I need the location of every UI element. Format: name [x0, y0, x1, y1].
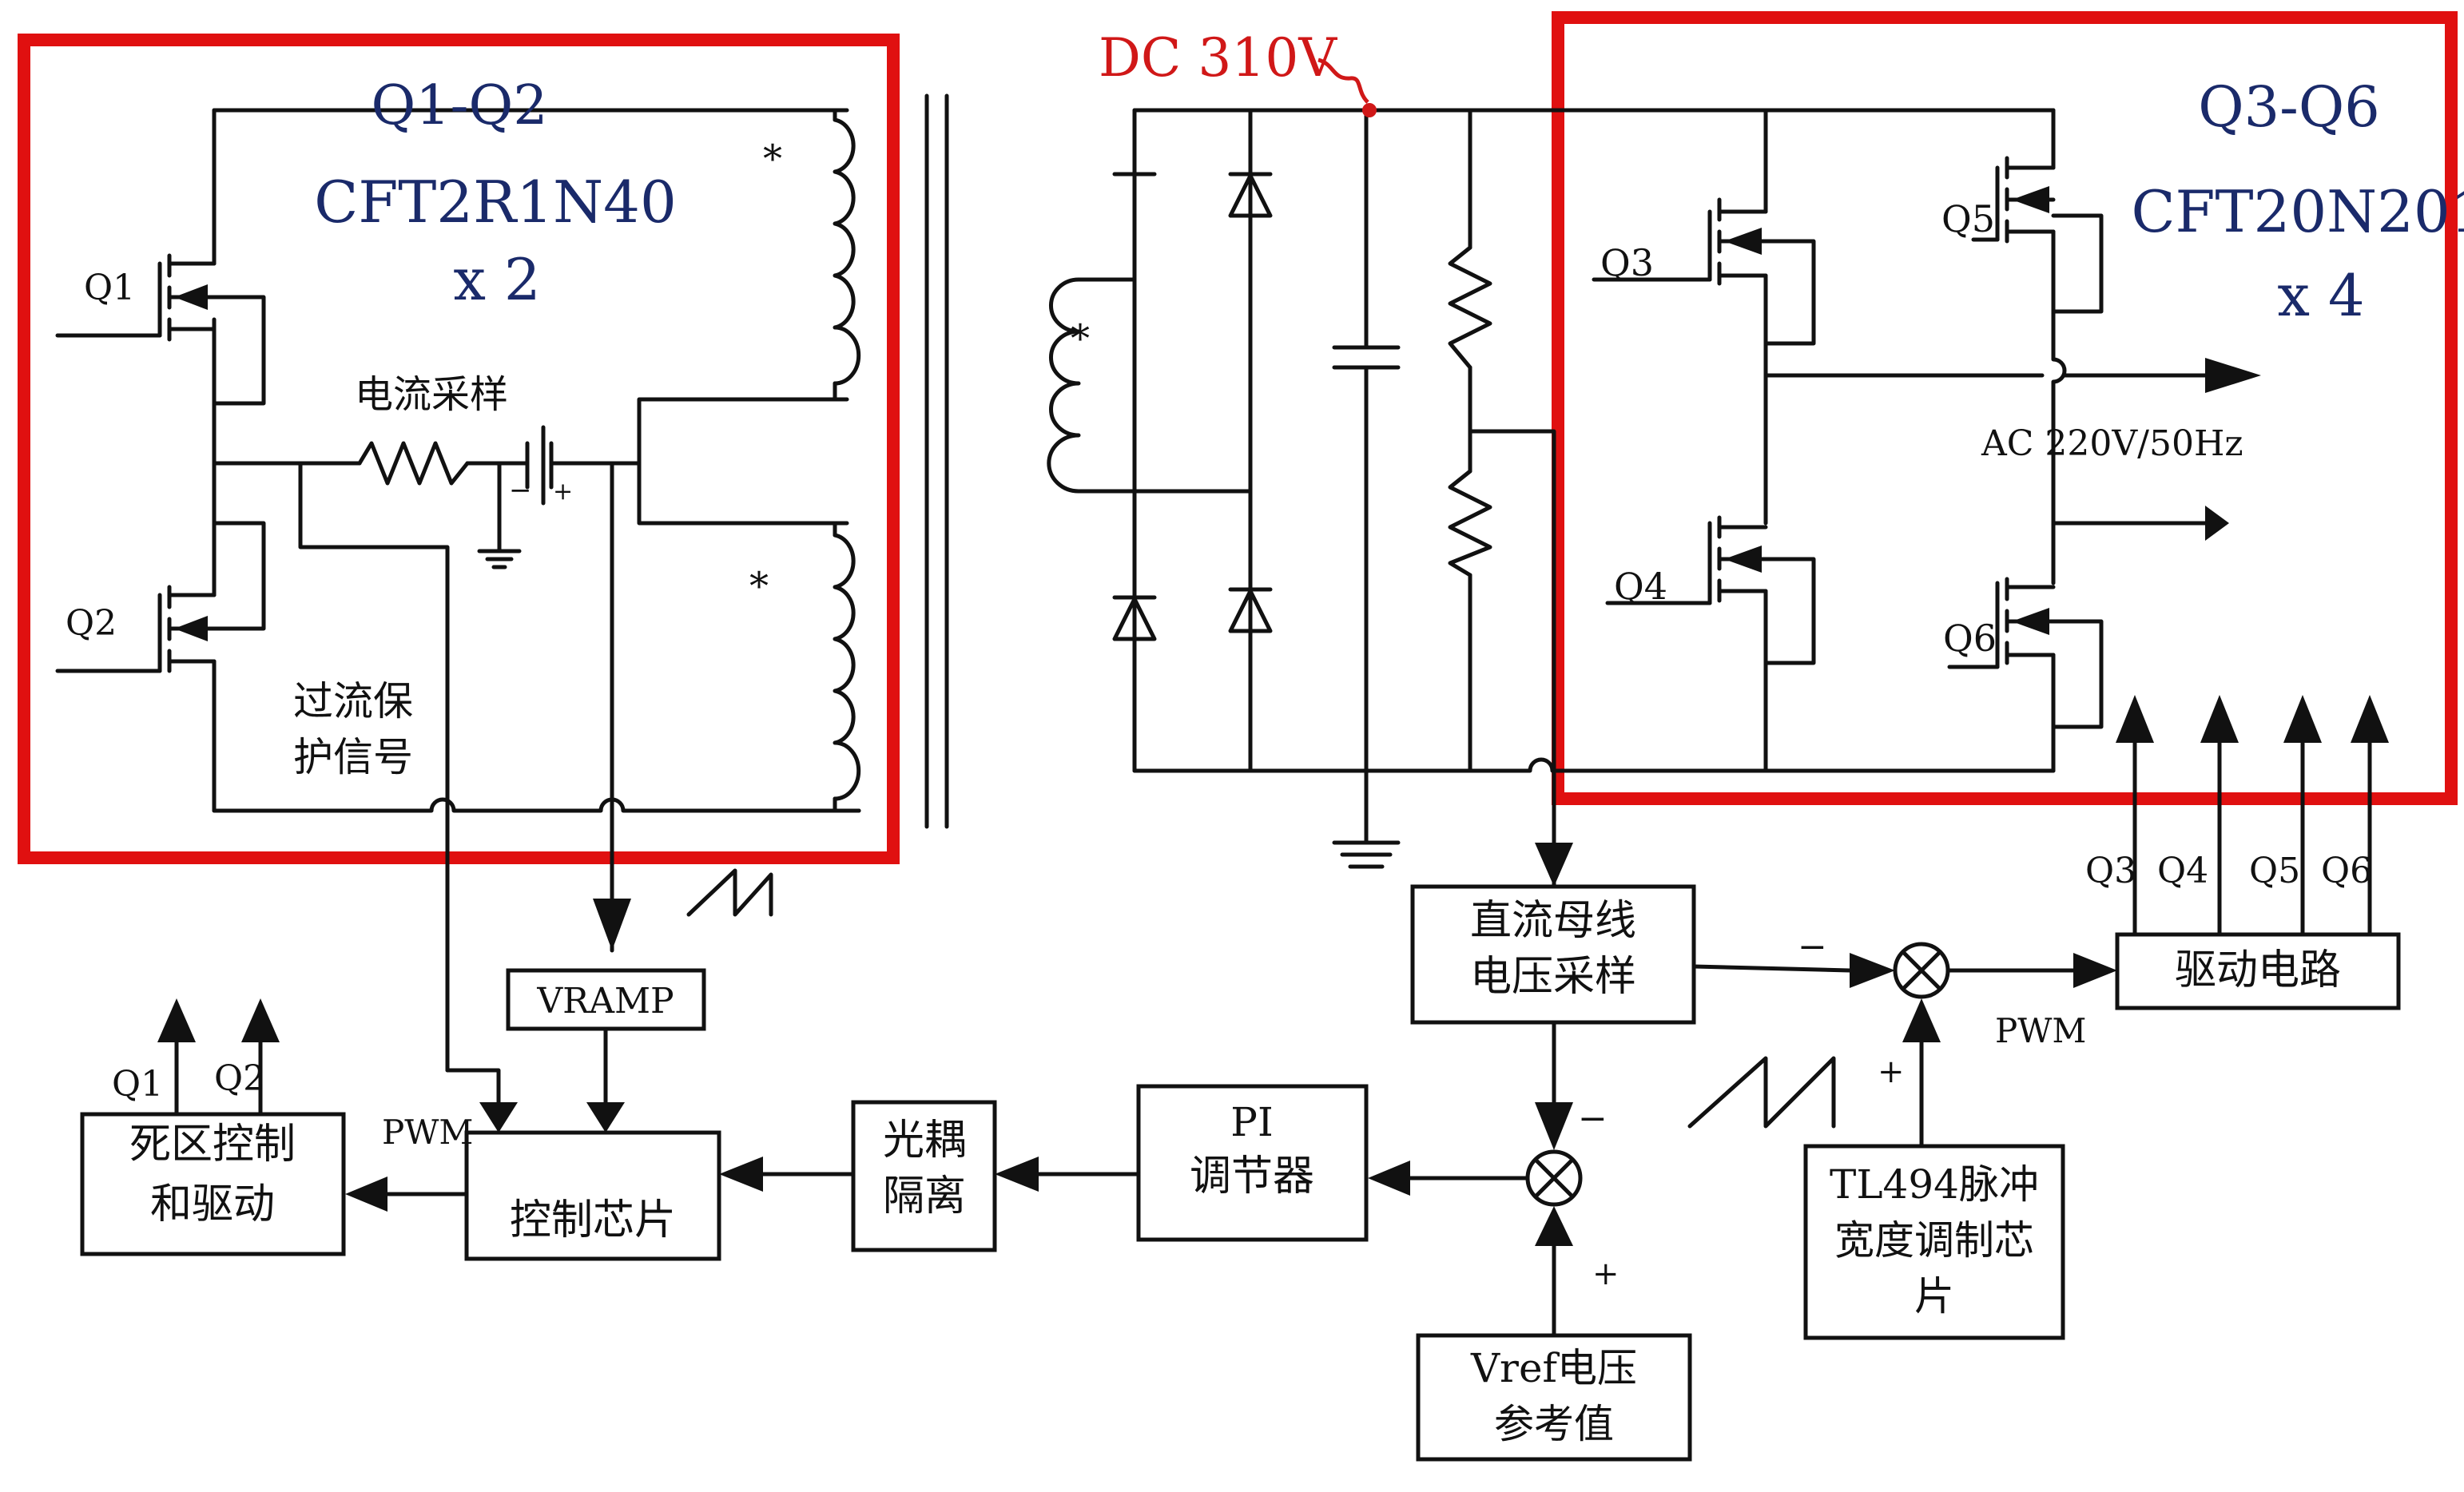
ac-output-arrow-2 [2205, 506, 2229, 541]
winding-dot-upper: * [763, 137, 782, 181]
q1-q2-title: Q1-Q2 [372, 74, 548, 137]
deadtime-label-2: 和驱动 [150, 1181, 275, 1228]
mosfet-q4 [1707, 515, 1816, 665]
q6-drive-label: Q6 [2321, 851, 2372, 891]
sawtooth-icon-large [1687, 1056, 1836, 1129]
current-sense-resistor [357, 441, 470, 486]
mosfet-q3 [1707, 197, 1816, 346]
q2-drive-label: Q2 [214, 1058, 265, 1099]
vref-label-2: 参考值 [1494, 1401, 1614, 1447]
vramp-block [506, 968, 706, 1031]
q4-label: Q4 [1614, 565, 1667, 608]
ac-output-label: AC 220V/50Hz [1981, 423, 2243, 464]
pi-regulator-block [1136, 1084, 1369, 1242]
divider-resistor-top [1448, 245, 1492, 370]
optocoupler-label-1: 光耦 [883, 1117, 966, 1165]
dc-310v-pointer [1317, 58, 1369, 104]
pi-junction-plus: + [1592, 1256, 1619, 1292]
q1-label: Q1 [84, 268, 135, 308]
sawtooth-icon-small [686, 868, 773, 917]
mosfet-q6 [1995, 577, 2104, 729]
pi-label-2: 调节器 [1190, 1153, 1314, 1200]
control-chip-label: 控制芯片 [510, 1196, 676, 1244]
summing-junction-pi [1525, 1149, 1583, 1207]
bridge-diode-d2 [1228, 172, 1273, 218]
deadtime-label-1: 死区控制 [129, 1121, 296, 1169]
vramp-label: VRAMP [536, 981, 674, 1022]
q1-drive-label: Q1 [112, 1064, 163, 1105]
q3-q6-quantity: x 4 [2277, 262, 2364, 329]
tl494-label-3: 片 [1914, 1273, 1954, 1319]
right-highlight-frame [1552, 11, 2458, 805]
pi-junction-minus: − [1578, 1098, 1608, 1139]
left-highlight-frame [18, 34, 900, 864]
q5-label: Q5 [1941, 197, 1995, 240]
dc-310v-node [1362, 103, 1377, 117]
rectifier-wiring [1076, 108, 2056, 889]
q3-label: Q3 [1600, 241, 1654, 284]
tl494-label-2: 宽度调制芯 [1834, 1217, 2034, 1264]
bus-sense-label-2: 电压采样 [1470, 953, 1636, 1001]
pwm-junction-minus: − [1798, 927, 1827, 967]
pwm-junction-plus: + [1878, 1054, 1905, 1090]
bridge-diode-d1 [1112, 172, 1157, 177]
pwm-label-right: PWM [1995, 1011, 2086, 1050]
ocp-signal-label-2: 护信号 [293, 734, 413, 780]
q4-drive-label: Q4 [2157, 851, 2208, 891]
bus-sense-label-1: 直流母线 [1470, 897, 1636, 945]
control-chip-block [464, 1130, 721, 1261]
ocp-signal-label-1: 过流保 [293, 678, 413, 724]
left-stage-wiring [55, 108, 861, 1073]
current-sense-label: 电流采样 [355, 372, 508, 417]
winding-dot-lower: * [749, 564, 769, 609]
transformer-primary-lower [833, 521, 861, 813]
winding-dot-secondary: * [1071, 316, 1090, 361]
pwm-label-left: PWM [382, 1113, 473, 1152]
transformer-primary-upper [833, 108, 861, 402]
battery-minus-sign: − [509, 474, 532, 506]
bus-voltage-sense-block [1410, 884, 1696, 1025]
mosfet-q2 [157, 521, 266, 673]
dc-310v-label: DC 310V [1099, 27, 1337, 89]
q6-label: Q6 [1943, 617, 1997, 660]
optocoupler-label-2: 隔离 [883, 1173, 966, 1220]
transformer-secondary [1047, 277, 1081, 494]
summing-junction-pwm [1893, 942, 1950, 999]
ac-output-arrow-1 [2205, 358, 2261, 393]
battery-symbol [509, 425, 566, 506]
control-arrowheads [157, 695, 2389, 1246]
q3-drive-label: Q3 [2085, 851, 2136, 891]
battery-plus-sign: + [553, 478, 573, 506]
driver-label: 驱动电路 [2175, 946, 2341, 994]
ground-symbol [1332, 840, 1401, 869]
mosfet-q5 [1995, 156, 2104, 314]
bridge-diode-d4 [1228, 587, 1273, 633]
deadtime-driver-block [80, 1112, 346, 1256]
q2-label: Q2 [66, 603, 117, 644]
right-stage-wiring [1592, 108, 2208, 773]
control-wiring [174, 740, 2372, 1338]
optocoupler-block [851, 1100, 997, 1252]
tl494-label-1: TL494脉冲 [1830, 1161, 2039, 1208]
q3-q6-title: Q3-Q6 [2198, 74, 2380, 140]
bus-capacitor [1332, 345, 1401, 370]
vref-label-1: Vref电压 [1470, 1345, 1637, 1391]
q1-q2-quantity: x 2 [453, 246, 540, 313]
bridge-diode-d3 [1112, 595, 1157, 641]
pi-label-1: PI [1230, 1099, 1273, 1145]
q1-q2-part-number: CFT2R1N40 [314, 169, 677, 236]
q3-q6-part-number: CFT20N201 [2131, 178, 2464, 245]
driver-circuit-block [2115, 932, 2401, 1010]
q5-drive-label: Q5 [2249, 851, 2300, 891]
divider-resistor-bottom [1448, 469, 1492, 577]
mosfet-q1 [157, 253, 266, 406]
vref-block [1416, 1333, 1692, 1462]
tl494-pwm-block [1803, 1144, 2065, 1340]
